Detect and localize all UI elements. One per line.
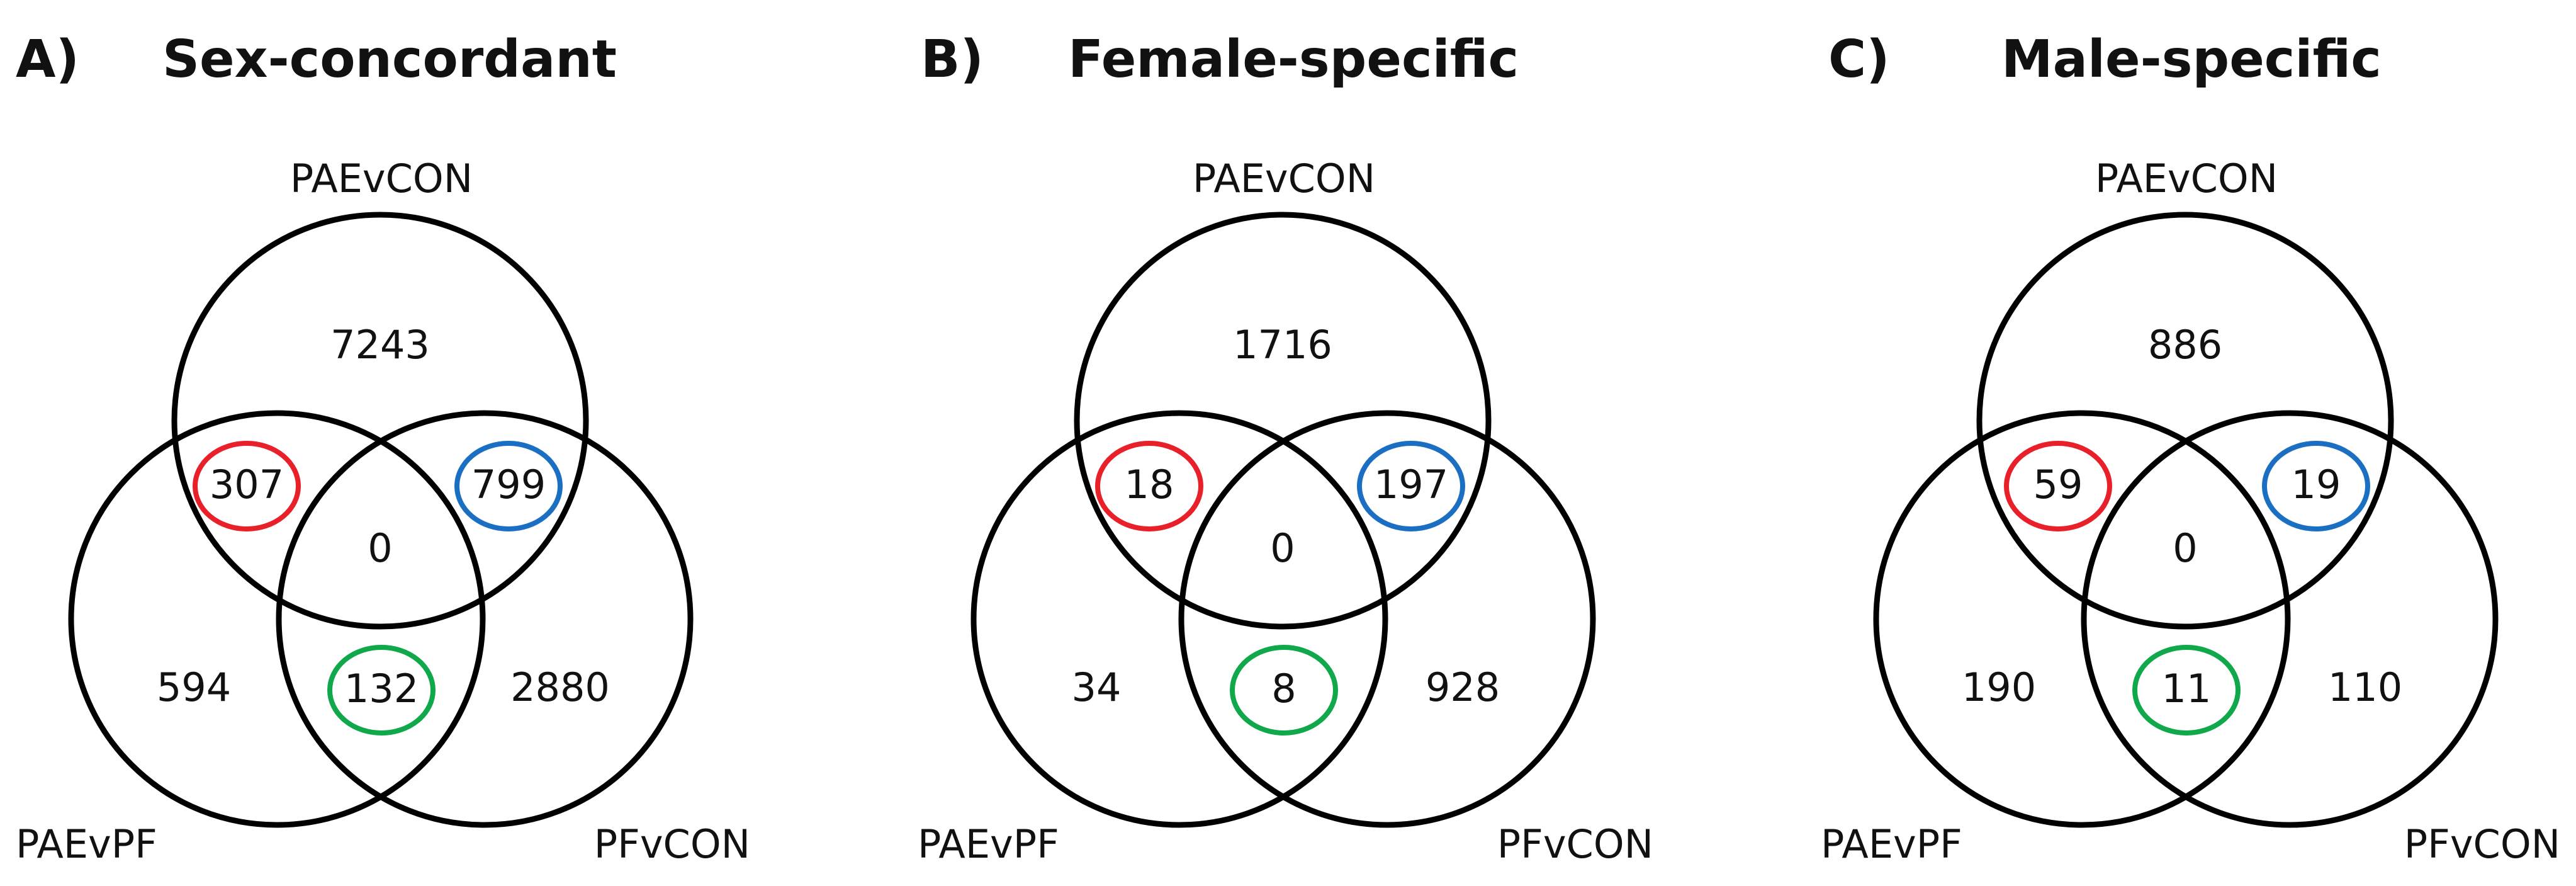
highlight-ellipse-bottom: [327, 645, 436, 735]
set-label-top: PAEvCON: [1193, 156, 1375, 202]
count-top-right: 19: [2292, 462, 2341, 508]
highlight-ellipse-top-left: [2004, 441, 2112, 531]
highlight-ellipse-bottom: [2132, 645, 2241, 735]
highlight-ellipse-top-right: [2262, 441, 2370, 531]
count-center: 0: [1270, 525, 1295, 571]
count-top-left: 18: [1125, 462, 1174, 508]
set-label-left: PAEvPF: [16, 821, 157, 867]
panel-c: C) Male-specific PAEvCON PAEvPF PFvCON 8…: [1821, 30, 2560, 867]
panel-b: B) Female-specific PAEvCON PAEvPF PFvCON…: [918, 30, 1653, 867]
count-center: 0: [368, 525, 392, 571]
panel-letter: C): [1828, 30, 1890, 89]
highlight-ellipse-top-left: [1095, 441, 1203, 531]
set-label-top: PAEvCON: [290, 156, 473, 202]
venn-circle-top: [171, 212, 589, 630]
count-right-only: 110: [2328, 664, 2402, 710]
count-top-only: 886: [2148, 322, 2222, 368]
set-label-right: PFvCON: [1497, 821, 1653, 867]
panel-title: Male-specific: [2001, 30, 2382, 89]
panel-title: Sex-concordant: [162, 30, 617, 89]
panel-letter: A): [16, 30, 79, 89]
venn-circle-right: [276, 410, 694, 828]
count-left-only: 34: [1072, 664, 1122, 710]
highlight-ellipse-bottom: [1230, 645, 1338, 735]
venn-circle-left: [1873, 410, 2291, 828]
set-label-left: PAEvPF: [1821, 821, 1962, 867]
highlight-ellipse-top-right: [454, 441, 563, 531]
set-label-right: PFvCON: [2404, 821, 2560, 867]
highlight-ellipse-top-right: [1357, 441, 1465, 531]
panel-a: A) Sex-concordant PAEvCON PAEvPF PFvCON …: [16, 30, 750, 867]
count-right-only: 2880: [510, 664, 610, 710]
count-top-right: 197: [1374, 462, 1448, 508]
count-bottom: 132: [344, 666, 419, 712]
set-label-left: PAEvPF: [918, 821, 1059, 867]
count-top-left: 307: [210, 462, 284, 508]
highlight-ellipse-top-left: [193, 441, 301, 531]
venn-circle-right: [1178, 410, 1596, 828]
count-top-left: 59: [2033, 462, 2083, 508]
venn-circle-right: [2081, 410, 2499, 828]
venn-circle-left: [970, 410, 1388, 828]
panel-title: Female-specific: [1068, 30, 1519, 89]
venn-circle-top: [1976, 212, 2394, 630]
count-left-only: 190: [1962, 664, 2036, 710]
set-label-top: PAEvCON: [2095, 156, 2278, 202]
count-bottom: 8: [1271, 666, 1296, 712]
count-left-only: 594: [157, 664, 231, 710]
count-top-only: 7243: [330, 322, 430, 368]
count-top-right: 799: [471, 462, 546, 508]
venn-circle-top: [1074, 212, 1492, 630]
panel-letter: B): [921, 30, 984, 89]
count-right-only: 928: [1426, 664, 1500, 710]
set-label-right: PFvCON: [594, 821, 750, 867]
count-bottom: 11: [2162, 666, 2212, 712]
venn-circle-left: [68, 410, 486, 828]
count-center: 0: [2173, 525, 2197, 571]
count-top-only: 1716: [1233, 322, 1332, 368]
